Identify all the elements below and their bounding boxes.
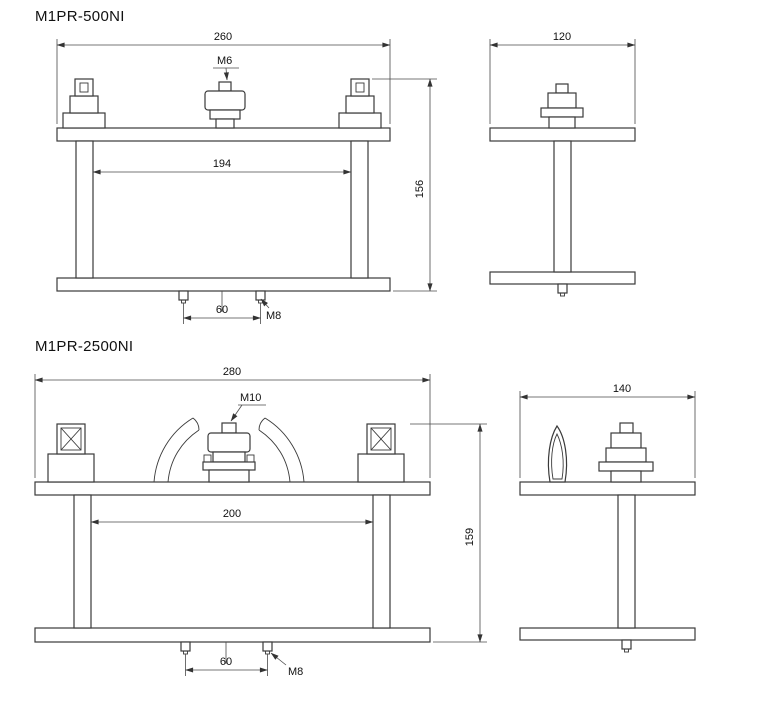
- leader-bottom-thread: M8: [270, 652, 303, 678]
- top-plate: [519, 481, 696, 496]
- left-post: [62, 78, 106, 129]
- dimension-inner-width: 194: [92, 158, 352, 175]
- center-column: [617, 494, 636, 629]
- bottom-plate: [56, 277, 391, 292]
- load-button: [598, 422, 654, 483]
- right-post: [338, 78, 382, 129]
- top-plate: [489, 127, 636, 142]
- top-plate: [34, 481, 431, 496]
- dimension-overall-width: 280: [34, 366, 431, 478]
- leader-bottom-thread: M8: [260, 298, 281, 322]
- model-title-2500ni: M1PR-2500NI: [35, 338, 133, 355]
- leader-top-thread: M6: [213, 55, 239, 81]
- load-button: [202, 422, 256, 483]
- left-column: [75, 140, 94, 279]
- center-column: [553, 140, 572, 273]
- right-column: [350, 140, 369, 279]
- dimension-overall-depth: 120: [489, 31, 636, 124]
- dim-text-bolt-spacing: 60: [216, 304, 228, 316]
- top-plate: [56, 127, 391, 142]
- dim-text-inner-width: 194: [213, 158, 231, 170]
- dim-text-overall-height: 159: [464, 528, 476, 546]
- bottom-bolt: [557, 283, 568, 297]
- right-column: [372, 494, 391, 629]
- label-bottom-thread: M8: [288, 666, 303, 678]
- dimension-overall-height: 159: [410, 423, 487, 643]
- load-button: [540, 83, 584, 129]
- dim-text-overall-height: 156: [414, 180, 426, 198]
- spring-clip-profile: [547, 424, 568, 483]
- dim-text-overall-width: 260: [214, 31, 232, 43]
- dim-text-bolt-spacing: 60: [220, 656, 232, 668]
- left-column: [73, 494, 92, 629]
- dimension-overall-depth: 140: [519, 383, 696, 478]
- right-spring-clip: [258, 417, 305, 483]
- left-spring-clip: [153, 417, 200, 483]
- m2500ni-side-view: 140: [519, 383, 696, 653]
- dimension-overall-width: 260: [56, 31, 391, 124]
- dimension-inner-width: 200: [90, 508, 374, 525]
- dim-text-overall-depth: 140: [613, 383, 631, 395]
- left-post: [47, 423, 95, 483]
- bottom-bolt: [621, 639, 632, 653]
- bottom-plate: [34, 627, 431, 643]
- load-button: [204, 81, 246, 129]
- label-top-thread: M6: [217, 55, 232, 67]
- m500ni-front-view: 260 194 156 60 M6 M8: [56, 31, 437, 324]
- dim-text-overall-width: 280: [223, 366, 241, 378]
- right-post: [357, 423, 405, 483]
- dimension-bolt-spacing: 60: [185, 654, 268, 676]
- model-title-500ni: M1PR-500NI: [35, 8, 125, 25]
- dimension-bolt-spacing: 60: [183, 303, 261, 324]
- m500ni-side-view: 120: [489, 31, 636, 297]
- m2500ni-front-view: 280 200 159 60 M10 M8: [34, 366, 487, 678]
- bottom-plate: [489, 271, 636, 285]
- bottom-plate: [519, 627, 696, 641]
- dimension-overall-height: 156: [372, 78, 437, 292]
- label-bottom-thread: M8: [266, 310, 281, 322]
- dim-text-overall-depth: 120: [553, 31, 571, 43]
- dim-text-inner-width: 200: [223, 508, 241, 520]
- label-top-thread: M10: [240, 392, 261, 404]
- leader-top-thread: M10: [230, 392, 266, 422]
